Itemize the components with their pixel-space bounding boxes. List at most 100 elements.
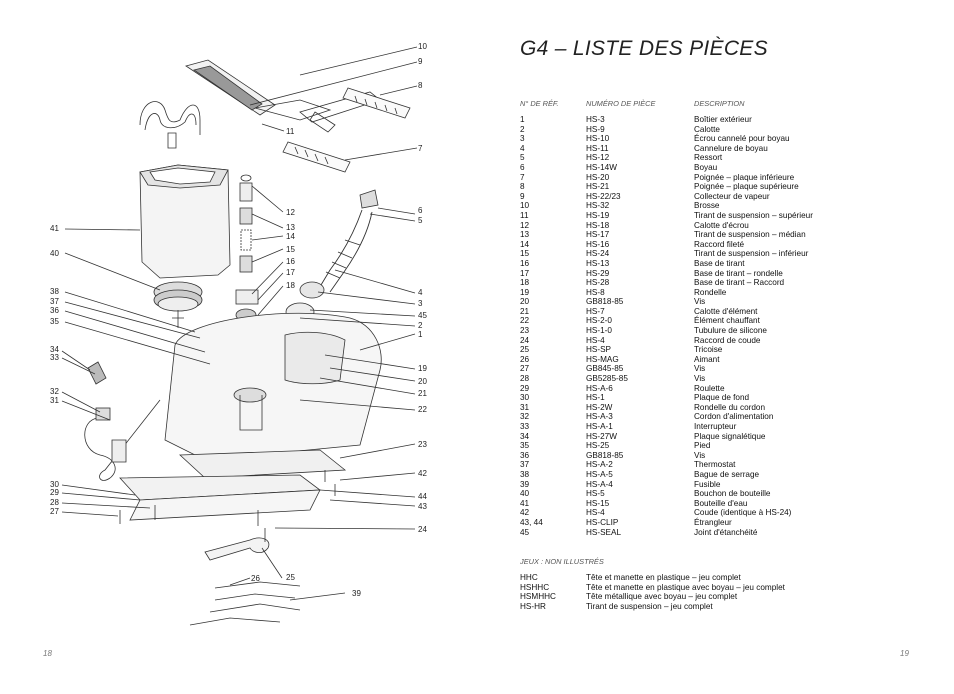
part-number: HS-1 xyxy=(586,393,605,403)
part-description: Base de tirant – rondelle xyxy=(694,268,783,278)
ref-number: 20 xyxy=(520,297,530,307)
part-number: HS-25 xyxy=(586,441,610,451)
ref-number: 41 xyxy=(520,498,530,508)
part-number: HS-1-0 xyxy=(586,326,612,336)
callout-label: 5 xyxy=(418,216,423,225)
part-description: Brosse xyxy=(694,201,720,211)
part-number: HS-2W xyxy=(586,402,613,412)
callout-label: 33 xyxy=(50,353,59,362)
part-description: Bouteille d'eau xyxy=(694,498,748,508)
part-description: Boyau xyxy=(694,162,718,172)
ref-number: 7 xyxy=(520,172,525,182)
part-description: Étrangleur xyxy=(694,517,732,527)
callout-label: 12 xyxy=(286,208,295,217)
kit-description: Tête et manette en plastique – jeu compl… xyxy=(586,573,741,582)
callout-label: 11 xyxy=(286,127,295,136)
ref-number: 23 xyxy=(520,326,530,336)
column-header-description: DESCRIPTION xyxy=(694,99,745,108)
callout-label: 31 xyxy=(50,396,59,405)
part-number: HS-4 xyxy=(586,508,605,518)
part-description: Base de tirant xyxy=(694,258,745,268)
part-description: Raccord fileté xyxy=(694,239,745,249)
part-number: HS-SP xyxy=(586,345,612,355)
part-description: Bague de serrage xyxy=(694,469,760,479)
part-number: HS-32 xyxy=(586,201,610,211)
ref-number: 3 xyxy=(520,134,525,144)
ref-number: 1 xyxy=(520,115,525,124)
ref-number: 11 xyxy=(520,210,529,220)
part-description: Calotte d'élément xyxy=(694,306,758,316)
ref-number: 2 xyxy=(520,124,525,134)
callout-label: 13 xyxy=(286,223,295,232)
callout-label: 44 xyxy=(418,492,427,501)
callout-label: 32 xyxy=(50,387,59,396)
part-number: HS-13 xyxy=(586,258,610,268)
page-title: G4 – LISTE DES PIÈCES xyxy=(520,37,768,60)
part-number: HS-16 xyxy=(586,239,610,249)
part-description: Joint d'étanchéité xyxy=(694,527,758,537)
part-description: Calotte xyxy=(694,124,720,134)
part-description: Cordon d'alimentation xyxy=(694,412,774,422)
part-description: Poignée – plaque inférieure xyxy=(694,172,795,182)
part-description: Coude (identique à HS-24) xyxy=(694,508,792,518)
ref-number: 12 xyxy=(520,220,530,230)
callout-label: 18 xyxy=(286,281,295,290)
part-description: Tricoise xyxy=(694,345,723,355)
part-number: HS-7 xyxy=(586,306,605,316)
kit-code: HSHHC xyxy=(520,582,550,592)
callout-label: 21 xyxy=(418,389,427,398)
callout-label: 25 xyxy=(286,573,295,582)
part-number: HS-A-3 xyxy=(586,412,613,422)
ref-number: 29 xyxy=(520,383,530,393)
part-description: Vis xyxy=(694,364,706,374)
callout-label: 40 xyxy=(50,249,59,258)
part-number: HS-3 xyxy=(586,115,605,124)
part-number: HS-19 xyxy=(586,210,610,220)
part-description: Vis xyxy=(694,374,706,384)
callout-label: 20 xyxy=(418,377,427,386)
part-number: HS-2-0 xyxy=(586,316,612,326)
ref-number: 25 xyxy=(520,345,530,355)
part-description: Vis xyxy=(694,297,706,307)
part-description: Ressort xyxy=(694,153,723,163)
part-description: Écrou cannelé pour boyau xyxy=(694,134,790,144)
part-description: Collecteur de vapeur xyxy=(694,191,770,201)
part-number: HS-29 xyxy=(586,268,610,278)
callout-label: 2 xyxy=(418,321,423,330)
ref-number: 28 xyxy=(520,374,530,384)
kits-heading: JEUX : NON ILLUSTRÉS xyxy=(520,557,604,566)
ref-number: 8 xyxy=(520,182,525,192)
callout-label: 15 xyxy=(286,245,295,254)
ref-number: 4 xyxy=(520,143,525,153)
ref-number: 27 xyxy=(520,364,530,374)
part-number: HS-5 xyxy=(586,489,605,499)
callout-label: 28 xyxy=(50,498,59,507)
part-number: HS-24 xyxy=(586,249,610,259)
kit-description: Tirant de suspension – jeu complet xyxy=(586,601,713,611)
part-number: GB818-85 xyxy=(586,450,624,460)
part-description: Thermostat xyxy=(694,460,736,470)
callout-label: 30 xyxy=(50,480,59,489)
ref-number: 10 xyxy=(520,201,530,211)
part-description: Élément chauffant xyxy=(694,316,760,326)
ref-number: 9 xyxy=(520,191,525,201)
kit-description: Tête et manette en plastique avec boyau … xyxy=(586,582,785,592)
part-description: Boîtier extérieur xyxy=(694,115,752,124)
ref-number: 43, 44 xyxy=(520,517,543,527)
callout-label: 38 xyxy=(50,287,59,296)
part-description: Interrupteur xyxy=(694,422,737,431)
callout-label: 43 xyxy=(418,502,427,511)
ref-number: 37 xyxy=(520,460,530,470)
callout-label: 4 xyxy=(418,288,423,297)
kit-description: Tête métallique avec boyau – jeu complet xyxy=(586,592,738,602)
callout-label: 7 xyxy=(418,144,423,153)
ref-number: 22 xyxy=(520,316,530,326)
callout-label: 36 xyxy=(50,306,59,315)
ref-number: 34 xyxy=(520,431,530,441)
callout-label: 29 xyxy=(50,488,59,497)
part-number: HS-17 xyxy=(586,230,610,240)
ref-number: 32 xyxy=(520,412,530,422)
part-number: HS-SEAL xyxy=(586,527,622,537)
part-description: Rondelle du cordon xyxy=(694,402,766,412)
ref-number: 33 xyxy=(520,422,530,431)
